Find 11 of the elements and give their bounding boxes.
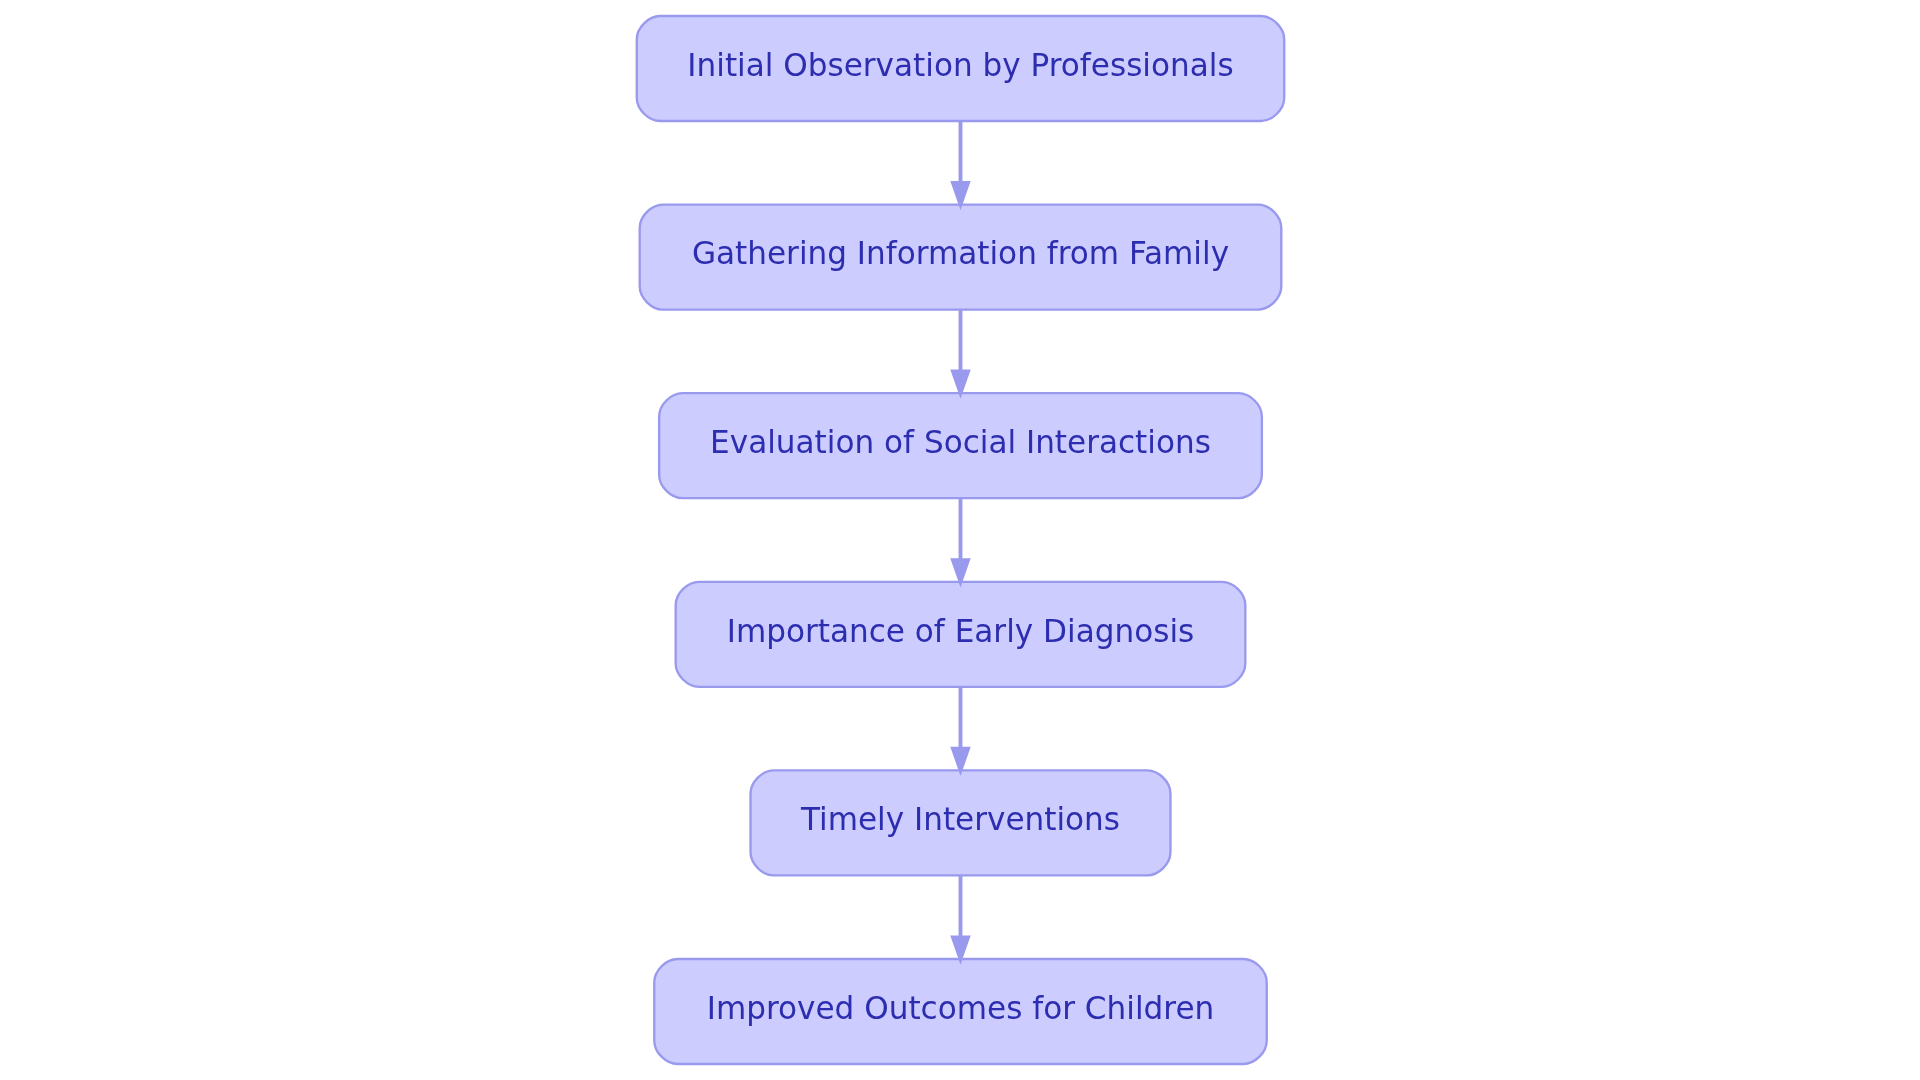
node-box: Timely Interventions — [748, 769, 1172, 877]
node-box: Evaluation of Social Interactions — [657, 392, 1263, 500]
node-box: Initial Observation by Professionals — [635, 14, 1285, 123]
node-box: Improved Outcomes for Children — [652, 957, 1268, 1066]
arrow — [949, 875, 971, 965]
arrow — [949, 310, 971, 399]
arrow — [949, 687, 971, 777]
arrow — [949, 498, 971, 588]
node-box: Importance of Early Diagnosis — [674, 580, 1246, 688]
node-box: Gathering Information from Family — [638, 203, 1282, 311]
arrow — [949, 121, 971, 211]
